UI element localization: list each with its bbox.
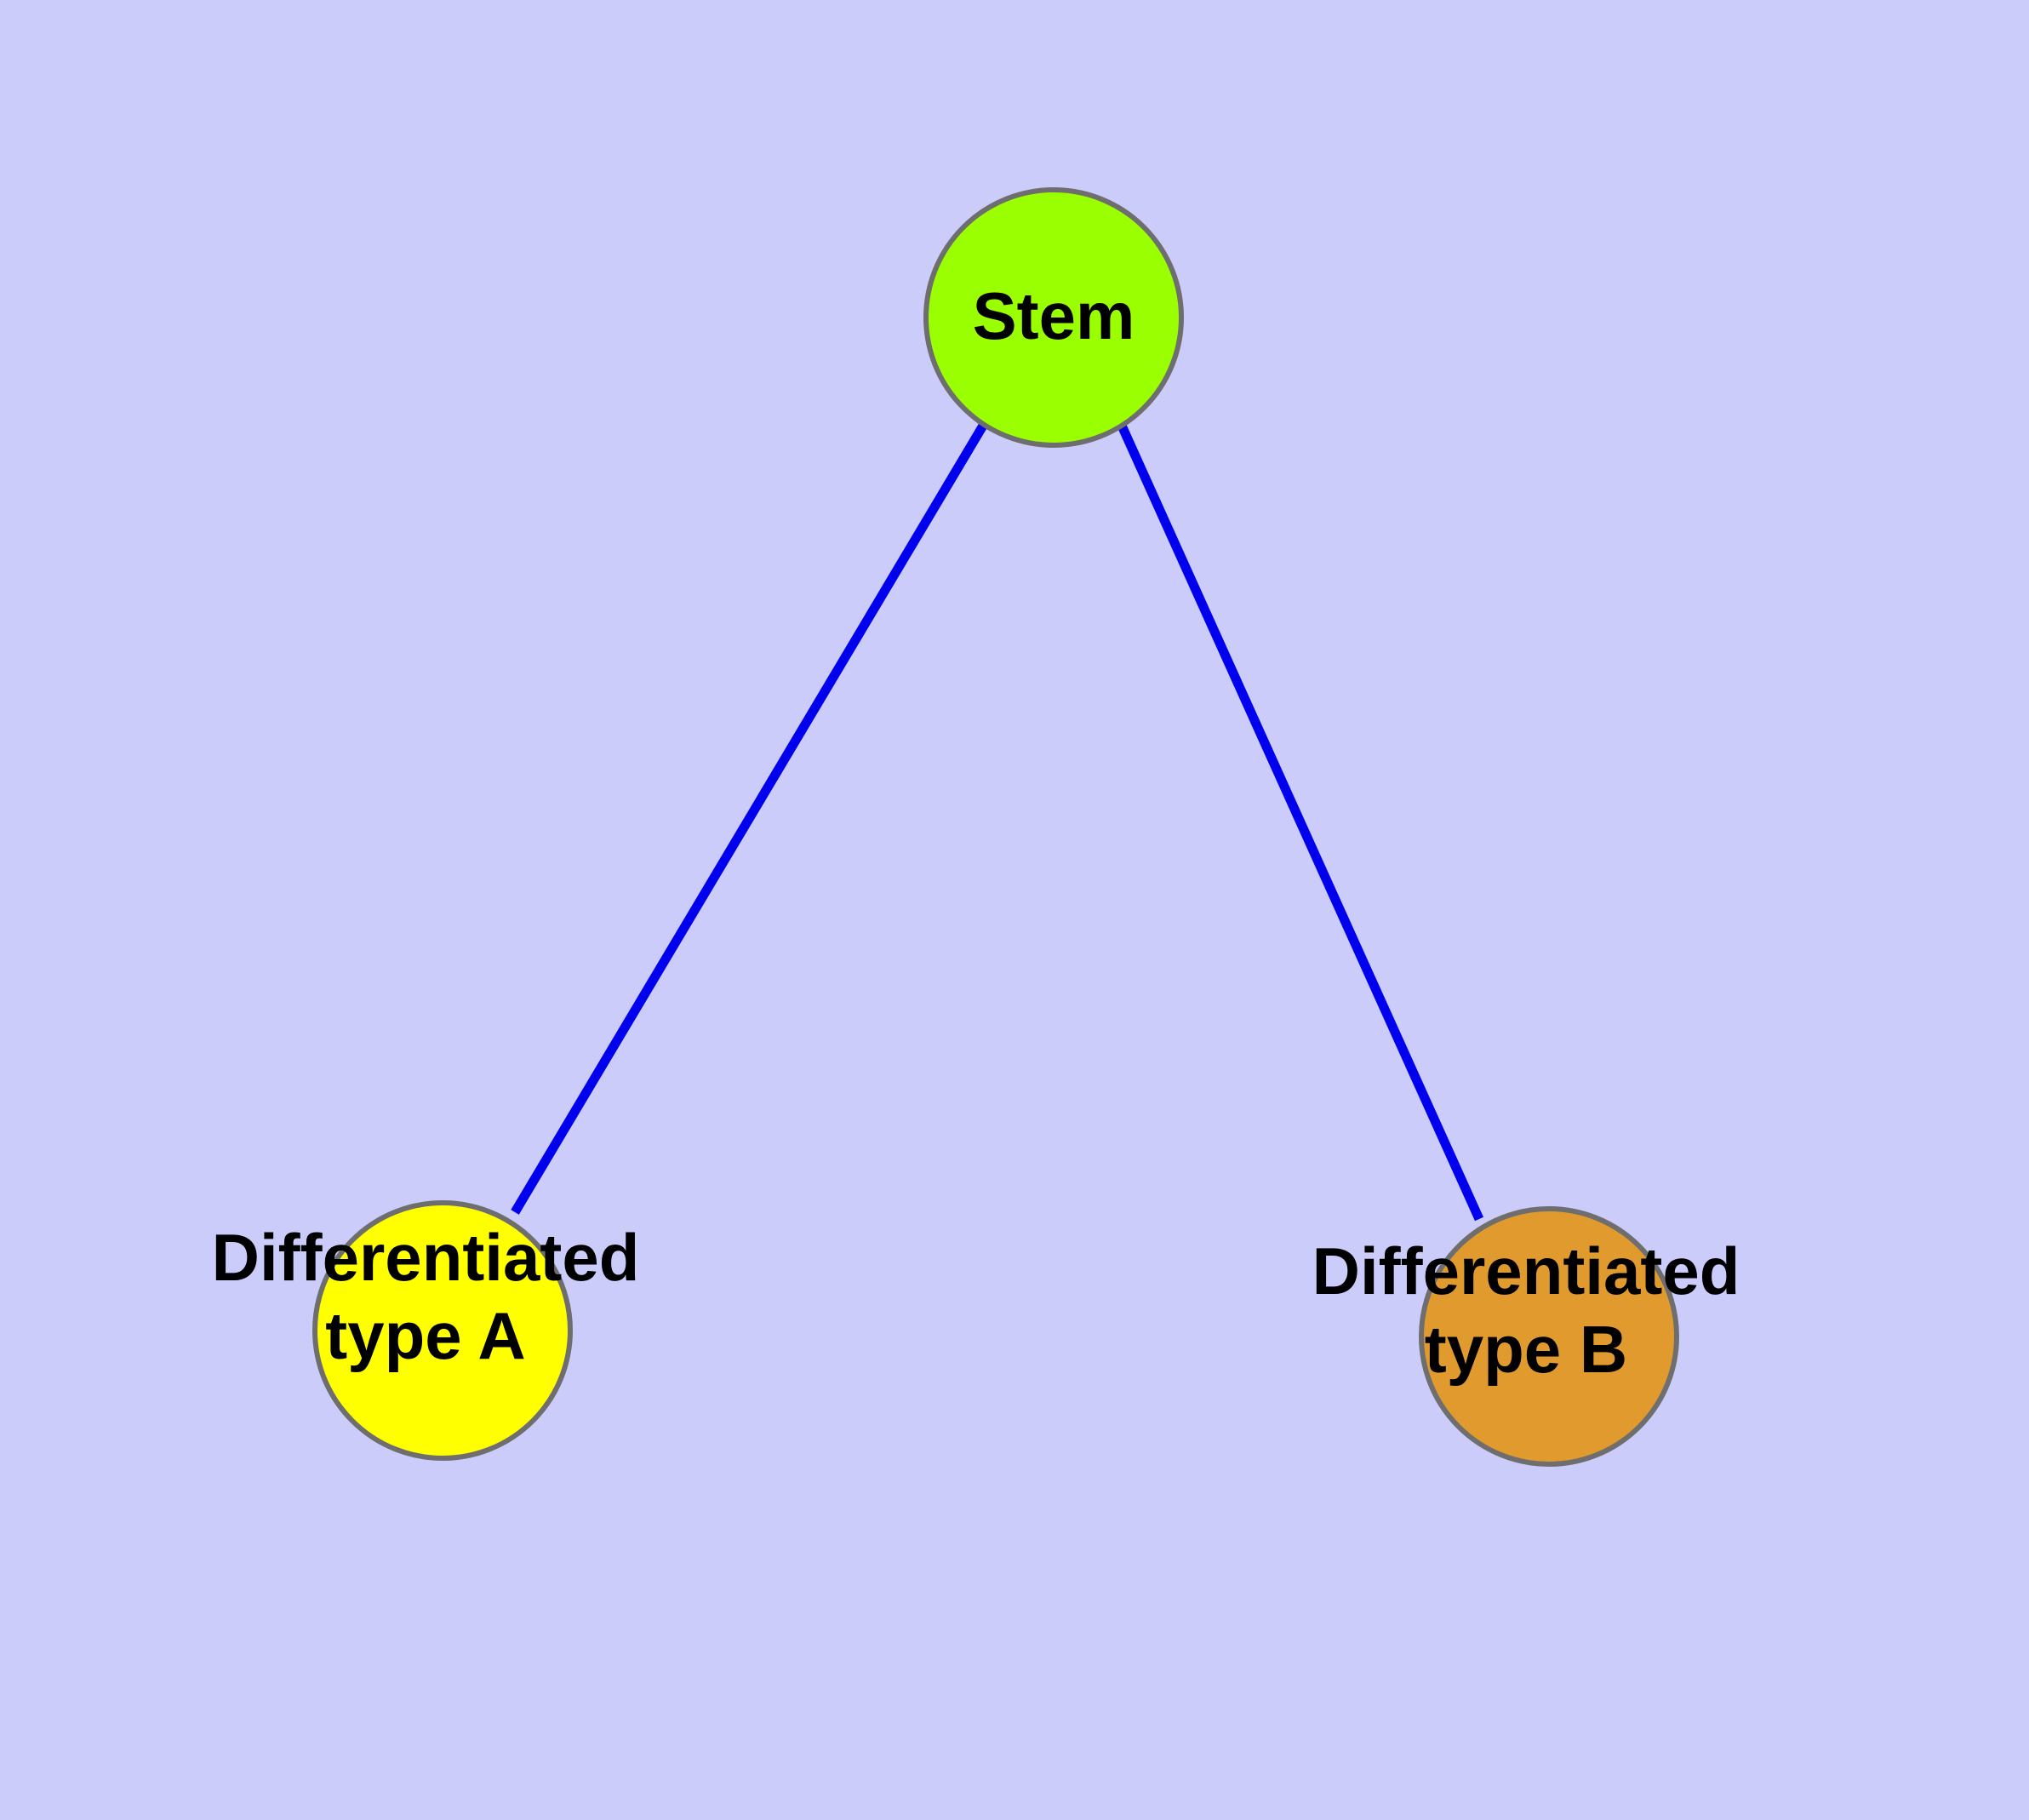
node-circle-diff-b[interactable] [1419, 1206, 1679, 1467]
node-label-line: Stem [973, 278, 1135, 353]
edge-stem-to-diff-b[interactable] [1117, 423, 1484, 1222]
node-circle-stem[interactable] [923, 187, 1184, 448]
node-label-line: Differentiated [212, 1220, 640, 1295]
nodes-layer [312, 187, 1679, 1467]
node-label-stem: Stem [973, 278, 1135, 353]
node-circle-diff-a[interactable] [312, 1200, 573, 1461]
edge-stem-to-diff-a[interactable] [511, 423, 987, 1215]
node-label-line: Differentiated [1312, 1233, 1740, 1308]
edges-layer [511, 423, 1484, 1222]
node-label-line: type B [1425, 1312, 1627, 1387]
node-label-line: type A [325, 1298, 526, 1373]
